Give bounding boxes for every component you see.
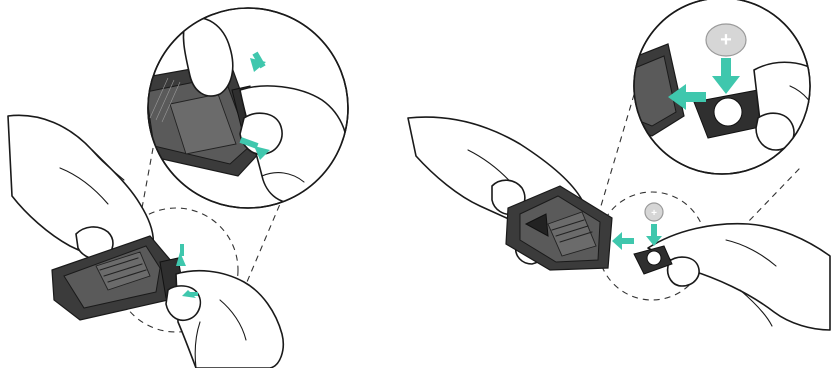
magnified-detail-lens-1 <box>130 8 348 208</box>
step-1-panel <box>8 8 348 368</box>
remote-control-left <box>52 236 184 320</box>
battery-plus-symbol: + <box>720 29 732 51</box>
small-battery-step-2: + <box>612 203 663 250</box>
hand-right-pulling-tray <box>166 271 283 368</box>
magnified-detail-lens-2: + <box>622 0 832 174</box>
coin-battery-magnified: + <box>706 24 746 56</box>
step-2-panel: + + <box>408 0 832 330</box>
svg-text:+: + <box>651 208 657 219</box>
hand-right-holding-tray-2 <box>634 224 830 330</box>
